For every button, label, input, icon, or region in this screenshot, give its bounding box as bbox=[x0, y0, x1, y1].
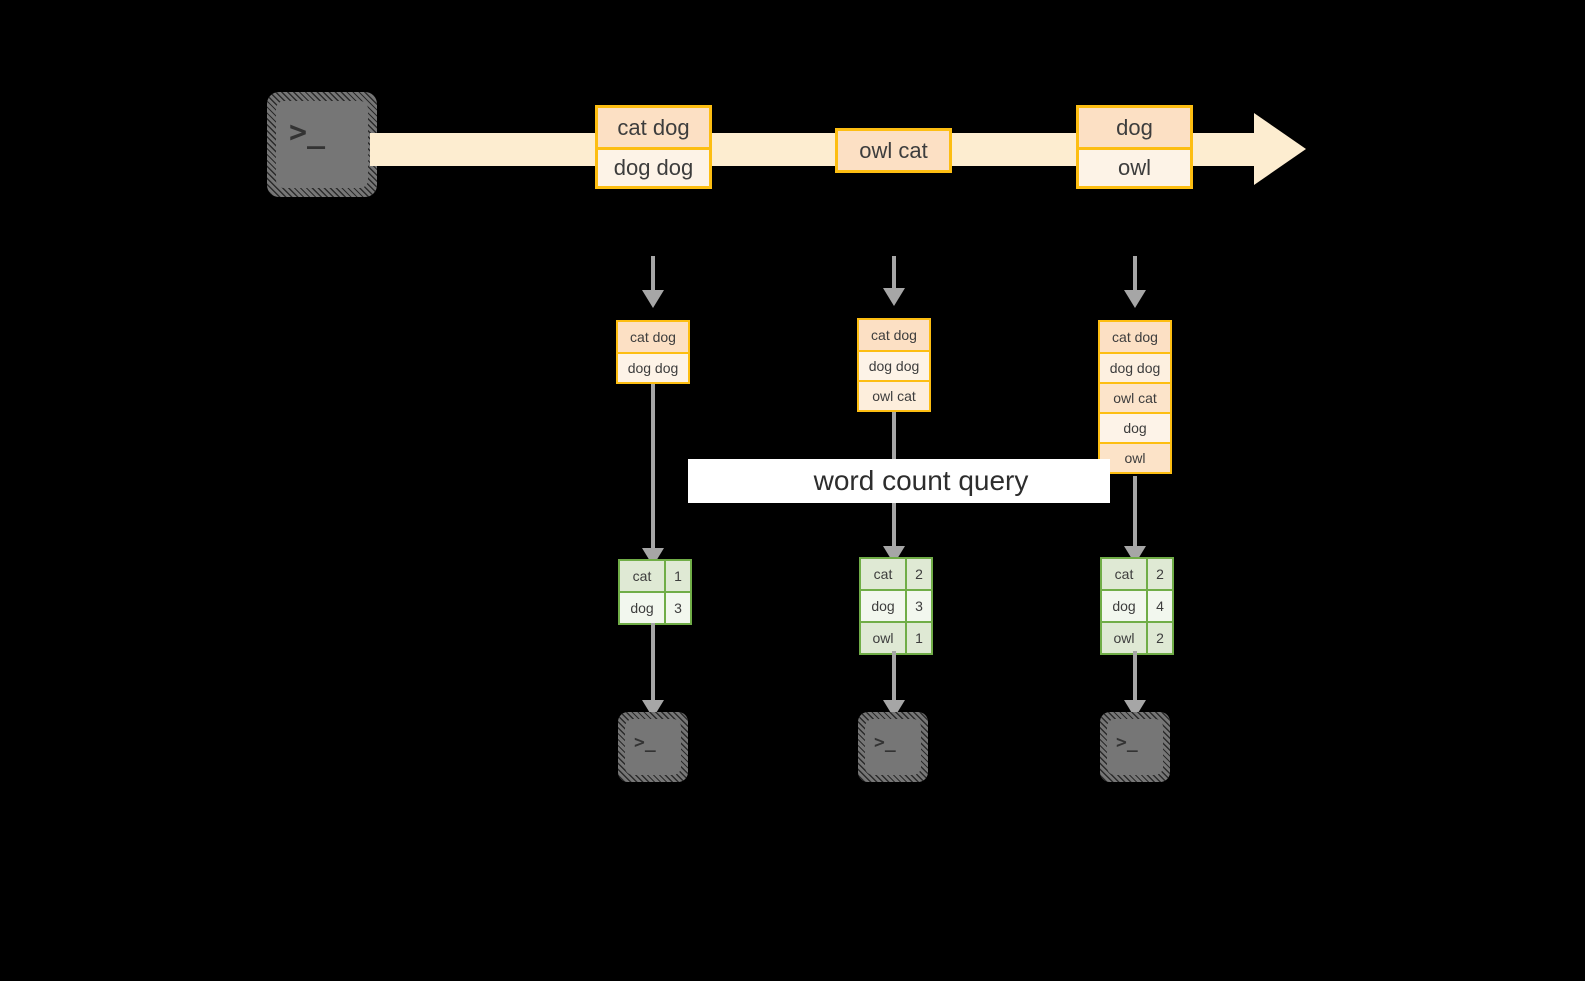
connector-3-input-to-result bbox=[1133, 476, 1137, 556]
table-row: cat 2 bbox=[1102, 559, 1172, 589]
result-count: 1 bbox=[664, 561, 690, 591]
snapshot-input-line: owl cat bbox=[1100, 382, 1170, 412]
terminal-body bbox=[276, 101, 368, 188]
connector-1-input-to-result bbox=[651, 384, 655, 556]
result-count: 3 bbox=[905, 591, 931, 621]
terminal-prompt-glyph: >_ bbox=[874, 732, 896, 753]
snapshot-2-input-box: cat dog dog dog owl cat bbox=[857, 318, 931, 412]
stream-source-terminal-icon: >_ bbox=[267, 92, 377, 197]
snapshot-2-sink-terminal-icon: >_ bbox=[858, 712, 928, 782]
snapshot-input-line: dog bbox=[1100, 412, 1170, 442]
stream-event-box-1: cat dog dog dog bbox=[595, 105, 712, 189]
arrowhead-2a bbox=[883, 288, 905, 306]
result-count: 2 bbox=[1146, 623, 1172, 653]
terminal-body bbox=[865, 719, 921, 775]
stream-arrow-head bbox=[1254, 113, 1306, 185]
result-word: cat bbox=[861, 559, 905, 589]
snapshot-2-result-table: cat 2 dog 3 owl 1 bbox=[859, 557, 933, 655]
connector-2-result-to-sink bbox=[892, 651, 896, 709]
query-label: word count query bbox=[813, 465, 1029, 496]
table-row: dog 3 bbox=[861, 589, 931, 621]
table-row: cat 2 bbox=[861, 559, 931, 589]
stream-event-line: dog bbox=[1079, 108, 1190, 147]
result-count: 4 bbox=[1146, 591, 1172, 621]
stream-event-line: owl cat bbox=[838, 131, 949, 170]
arrowhead-1a bbox=[642, 290, 664, 308]
query-label-band: word count query bbox=[688, 459, 1110, 503]
snapshot-input-line: dog dog bbox=[1100, 352, 1170, 382]
connector-1-result-to-sink bbox=[651, 623, 655, 709]
snapshot-input-line: cat dog bbox=[859, 320, 929, 350]
dashed-connector-2 bbox=[892, 256, 896, 292]
result-count: 2 bbox=[1146, 559, 1172, 589]
stream-event-line: cat dog bbox=[598, 108, 709, 147]
result-word: owl bbox=[1102, 623, 1146, 653]
stream-event-box-3: dog owl bbox=[1076, 105, 1193, 189]
terminal-prompt-glyph: >_ bbox=[634, 732, 656, 753]
terminal-body bbox=[1107, 719, 1163, 775]
result-word: cat bbox=[1102, 559, 1146, 589]
table-row: owl 2 bbox=[1102, 621, 1172, 653]
snapshot-input-line: owl cat bbox=[859, 380, 929, 410]
connector-3-result-to-sink bbox=[1133, 651, 1137, 709]
stream-event-line: owl bbox=[1079, 147, 1190, 186]
terminal-prompt-glyph: >_ bbox=[1116, 732, 1138, 753]
snapshot-1-result-table: cat 1 dog 3 bbox=[618, 559, 692, 625]
snapshot-1-input-box: cat dog dog dog bbox=[616, 320, 690, 384]
result-word: owl bbox=[861, 623, 905, 653]
snapshot-1-sink-terminal-icon: >_ bbox=[618, 712, 688, 782]
result-word: dog bbox=[1102, 591, 1146, 621]
stream-event-box-2: owl cat bbox=[835, 128, 952, 173]
stream-event-line: dog dog bbox=[598, 147, 709, 186]
result-word: dog bbox=[620, 593, 664, 623]
snapshot-input-line: owl bbox=[1100, 442, 1170, 472]
snapshot-3-input-box: cat dog dog dog owl cat dog owl bbox=[1098, 320, 1172, 474]
result-word: cat bbox=[620, 561, 664, 591]
table-row: cat 1 bbox=[620, 561, 690, 591]
result-count: 2 bbox=[905, 559, 931, 589]
snapshot-input-line: cat dog bbox=[618, 322, 688, 352]
table-row: dog 3 bbox=[620, 591, 690, 623]
result-word: dog bbox=[861, 591, 905, 621]
table-row: dog 4 bbox=[1102, 589, 1172, 621]
snapshot-input-line: dog dog bbox=[618, 352, 688, 382]
terminal-prompt-glyph: >_ bbox=[289, 115, 326, 150]
snapshot-3-sink-terminal-icon: >_ bbox=[1100, 712, 1170, 782]
dashed-connector-3 bbox=[1133, 256, 1137, 292]
arrowhead-3a bbox=[1124, 290, 1146, 308]
terminal-body bbox=[625, 719, 681, 775]
result-count: 3 bbox=[664, 593, 690, 623]
snapshot-input-line: dog dog bbox=[859, 350, 929, 380]
table-row: owl 1 bbox=[861, 621, 931, 653]
result-count: 1 bbox=[905, 623, 931, 653]
dashed-connector-1 bbox=[651, 256, 655, 292]
snapshot-input-line: cat dog bbox=[1100, 322, 1170, 352]
snapshot-3-result-table: cat 2 dog 4 owl 2 bbox=[1100, 557, 1174, 655]
